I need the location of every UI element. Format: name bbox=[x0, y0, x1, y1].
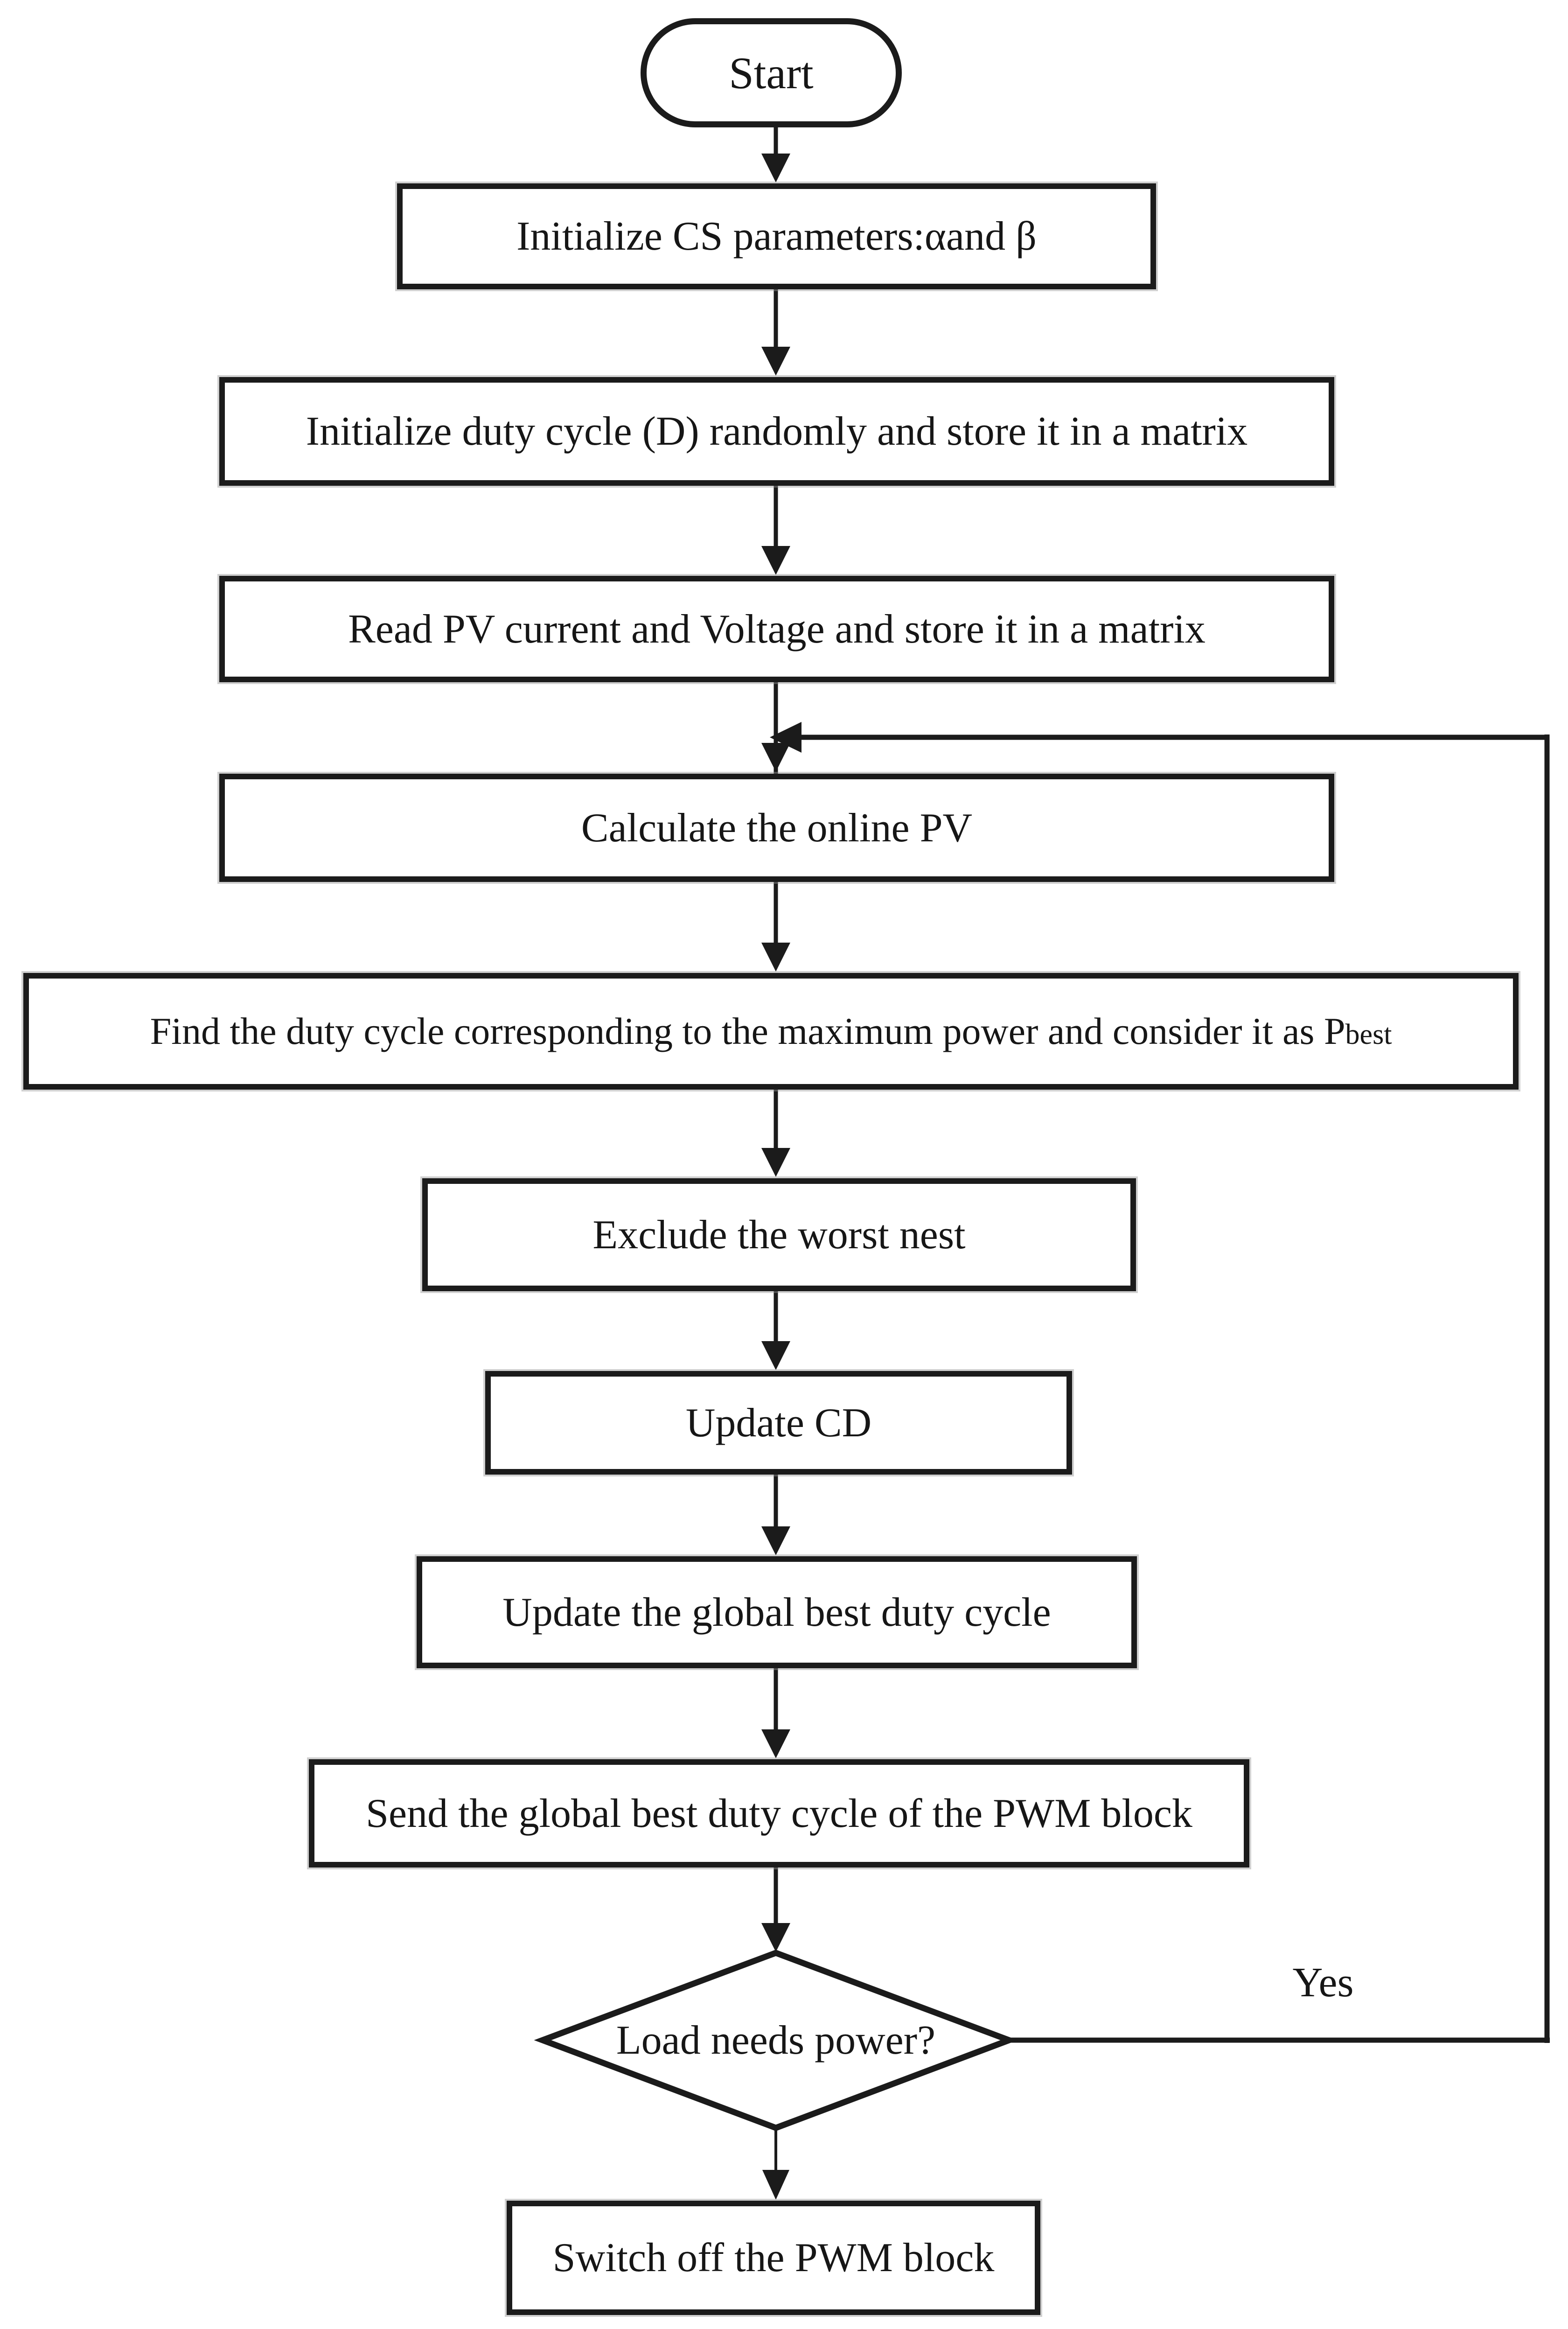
node-initialize-cs-parameters: Initialize CS parameters:αand β bbox=[397, 183, 1156, 289]
node-update-cd: Update CD bbox=[485, 1371, 1072, 1475]
edge-label-yes: Yes bbox=[1260, 1953, 1387, 2012]
arrowhead-loop-return bbox=[770, 722, 801, 753]
edge-label-yes-text: Yes bbox=[1292, 1959, 1354, 2006]
node-switch-off-pwm: Switch off the PWM block bbox=[507, 2201, 1040, 2315]
node-calculate-online-pv: Calculate the online PV bbox=[219, 774, 1334, 882]
arrowhead-exclude bbox=[761, 1148, 790, 1177]
node-switch-off-pwm-label: Switch off the PWM block bbox=[552, 2235, 995, 2280]
decision-load-needs-power: Load needs power? bbox=[575, 1993, 976, 2087]
node-send-global-best: Send the global best duty cycle of the P… bbox=[309, 1759, 1249, 1867]
find-duty-cycle-text: Find the duty cycle corresponding to the… bbox=[150, 1010, 1345, 1052]
node-read-pv: Read PV current and Voltage and store it… bbox=[219, 576, 1334, 682]
find-duty-cycle-subscript: best bbox=[1345, 1019, 1392, 1050]
arrowhead-calculate bbox=[761, 743, 790, 772]
arrowhead-update-global bbox=[761, 1526, 790, 1555]
arrowhead-update-cd bbox=[761, 1341, 790, 1370]
arrowhead-switch-off bbox=[762, 2170, 789, 2200]
node-initialize-cs-parameters-label: Initialize CS parameters:αand β bbox=[516, 214, 1037, 259]
arrowhead-decision bbox=[761, 1923, 790, 1952]
arrowhead-find bbox=[761, 943, 790, 972]
arrowhead-init-cs bbox=[761, 154, 790, 182]
node-start: Start bbox=[641, 18, 902, 127]
node-start-label: Start bbox=[729, 48, 814, 98]
arrowhead-read-pv bbox=[761, 546, 790, 575]
node-send-global-best-label: Send the global best duty cycle of the P… bbox=[366, 1790, 1192, 1836]
node-update-global-best-label: Update the global best duty cycle bbox=[502, 1589, 1051, 1635]
node-find-duty-cycle: Find the duty cycle corresponding to the… bbox=[23, 973, 1519, 1090]
node-update-cd-label: Update CD bbox=[685, 1400, 872, 1446]
node-exclude-worst-nest: Exclude the worst nest bbox=[422, 1178, 1136, 1291]
node-initialize-duty-cycle-label: Initialize duty cycle (D) randomly and s… bbox=[306, 409, 1248, 454]
node-update-global-best: Update the global best duty cycle bbox=[417, 1556, 1137, 1668]
node-initialize-duty-cycle: Initialize duty cycle (D) randomly and s… bbox=[219, 377, 1334, 486]
node-calculate-online-pv-label: Calculate the online PV bbox=[581, 805, 973, 851]
node-exclude-worst-nest-label: Exclude the worst nest bbox=[592, 1212, 966, 1258]
arrowhead-init-duty bbox=[761, 347, 790, 376]
decision-load-needs-power-label: Load needs power? bbox=[616, 2017, 936, 2063]
node-read-pv-label: Read PV current and Voltage and store it… bbox=[348, 606, 1206, 652]
arrowhead-send bbox=[761, 1729, 790, 1758]
node-find-duty-cycle-label: Find the duty cycle corresponding to the… bbox=[150, 1009, 1392, 1053]
